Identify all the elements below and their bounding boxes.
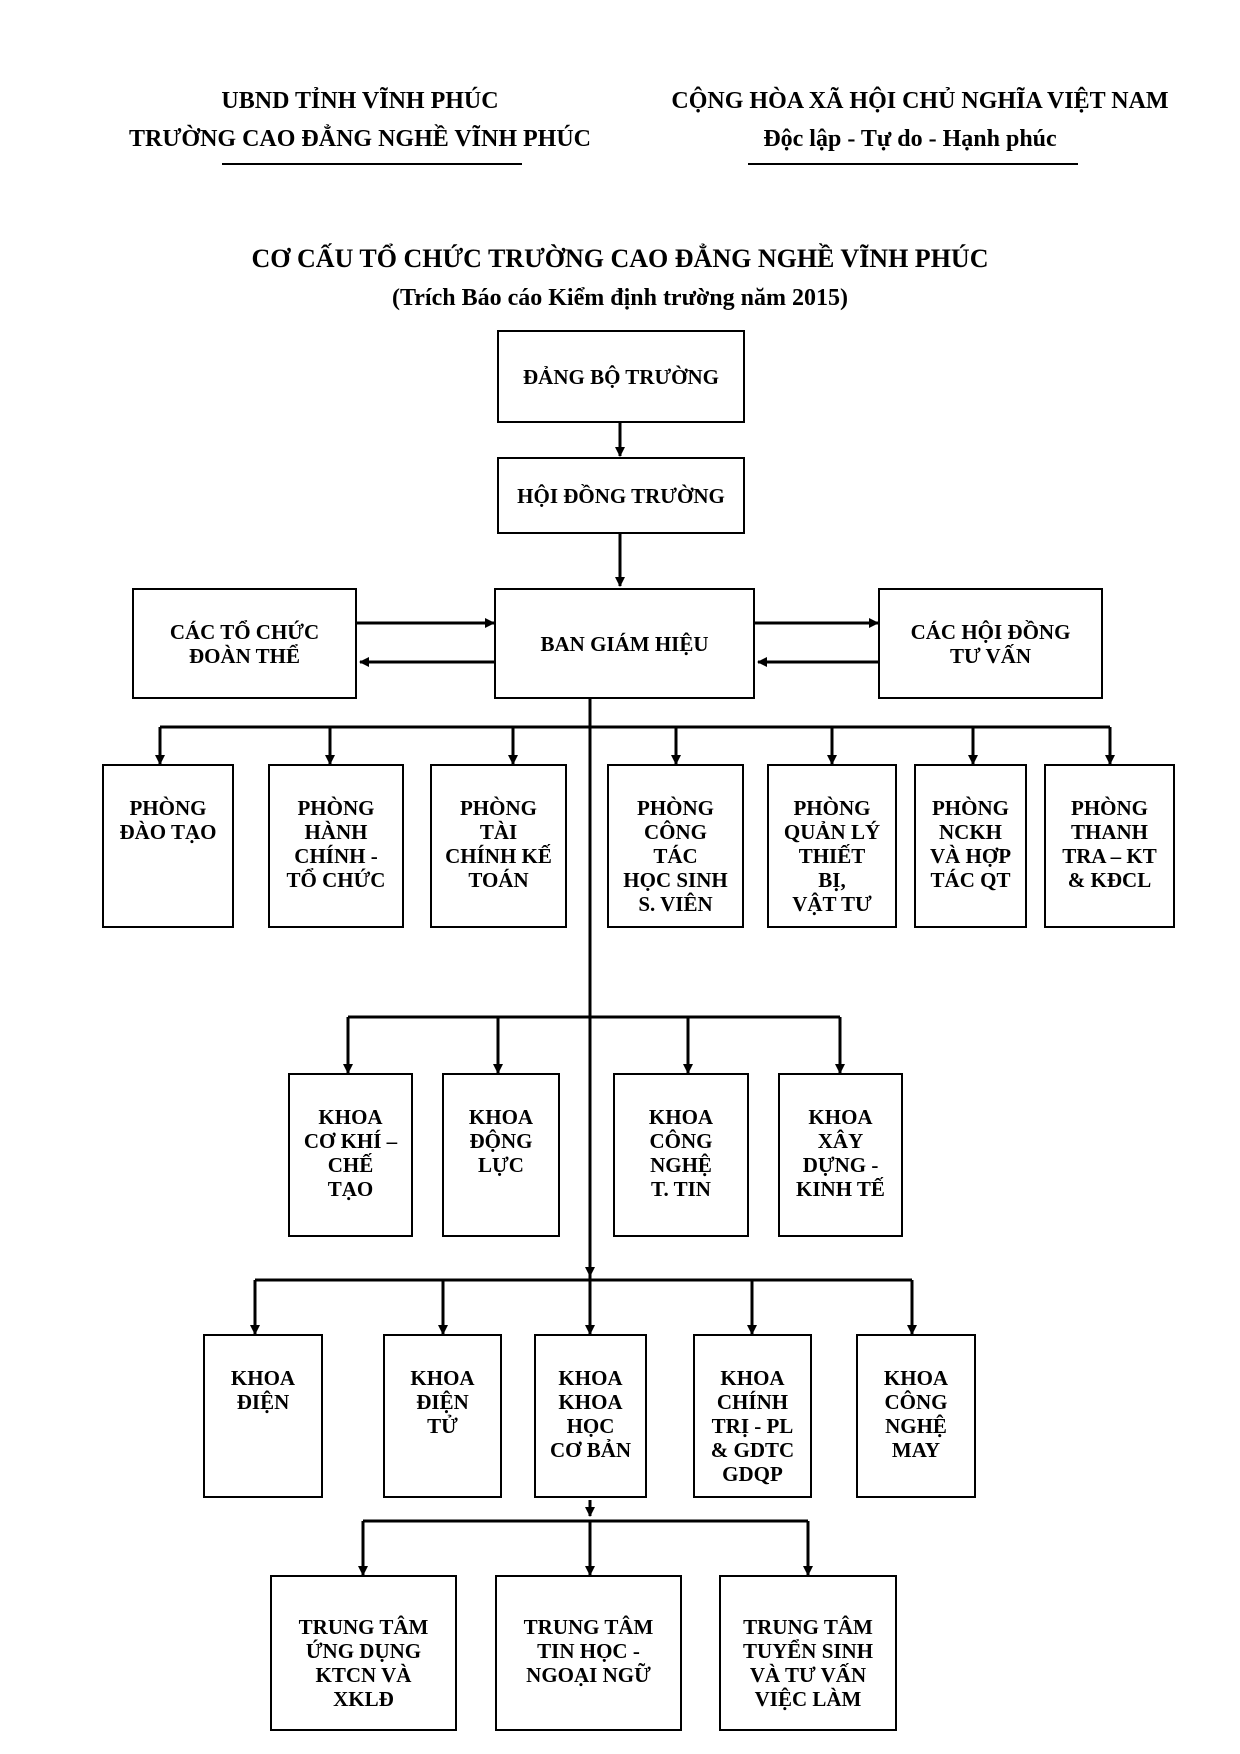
header-right-line1: CỘNG HÒA XÃ HỘI CHỦ NGHĨA VIỆT NAM [671,88,1169,114]
header-left-underline [222,163,522,165]
box-khoa-xay-dung-kinh-te: KHOA XÂY DỰNG - KINH TẾ [778,1073,903,1237]
chart-title: CƠ CẤU TỔ CHỨC TRƯỜNG CAO ĐẲNG NGHỀ VĨNH… [251,244,989,273]
box-khoa-dien-tu: KHOA ĐIỆN TỬ [383,1334,502,1498]
header-left-line2: TRƯỜNG CAO ĐẲNG NGHỀ VĨNH PHÚC [128,126,591,152]
box-trung-tam-tin-hoc-ngoai-ngu: TRUNG TÂM TIN HỌC - NGOẠI NGỮ [495,1575,682,1731]
header-right-line2: Độc lập - Tự do - Hạnh phúc [763,126,1057,152]
box-phong-quan-ly-thiet-bi: PHÒNG QUẢN LÝ THIẾT BỊ, VẬT TƯ [767,764,897,928]
box-khoa-co-khi-che-tao: KHOA CƠ KHÍ – CHẾ TẠO [288,1073,413,1237]
box-phong-nckh-hop-tac-qt: PHÒNG NCKH VÀ HỢP TÁC QT [914,764,1027,928]
box-khoa-cong-nghe-may: KHOA CÔNG NGHỆ MAY [856,1334,976,1498]
box-hoi-dong-truong: HỘI ĐỒNG TRƯỜNG [497,457,745,534]
box-phong-thanh-tra-kt-kdcl: PHÒNG THANH TRA – KT & KĐCL [1044,764,1175,928]
box-ban-giam-hieu: BAN GIÁM HIỆU [494,588,755,699]
box-khoa-dien: KHOA ĐIỆN [203,1334,323,1498]
box-trung-tam-tuyen-sinh: TRUNG TÂM TUYỂN SINH VÀ TƯ VẤN VIỆC LÀM [719,1575,897,1731]
box-khoa-chinh-tri-pl-gdtc: KHOA CHÍNH TRỊ - PL & GDTC GDQP [693,1334,812,1498]
box-cac-to-chuc-doan-the: CÁC TỔ CHỨC ĐOÀN THỂ [132,588,357,699]
box-cac-hoi-dong-tu-van: CÁC HỘI ĐỒNG TƯ VẤN [878,588,1103,699]
box-phong-tai-chinh-ke-toan: PHÒNG TÀI CHÍNH KẾ TOÁN [430,764,567,928]
box-phong-dao-tao: PHÒNG ĐÀO TẠO [102,764,234,928]
chart-subtitle: (Trích Báo cáo Kiểm định trường năm 2015… [392,285,848,311]
box-khoa-dong-luc: KHOA ĐỘNG LỰC [442,1073,560,1237]
box-khoa-cong-nghe-thong-tin: KHOA CÔNG NGHỆ T. TIN [613,1073,749,1237]
box-phong-cong-tac-hssv: PHÒNG CÔNG TÁC HỌC SINH S. VIÊN [607,764,744,928]
box-phong-hanh-chinh-to-chuc: PHÒNG HÀNH CHÍNH - TỔ CHỨC [268,764,404,928]
box-dang-bo-truong: ĐẢNG BỘ TRƯỜNG [497,330,745,423]
box-trung-tam-ung-dung-ktcn: TRUNG TÂM ỨNG DỤNG KTCN VÀ XKLĐ [270,1575,457,1731]
header-left-line1: UBND TỈNH VĨNH PHÚC [221,88,499,114]
header-right-underline [748,163,1078,165]
box-khoa-khoa-hoc-co-ban: KHOA KHOA HỌC CƠ BẢN [534,1334,647,1498]
